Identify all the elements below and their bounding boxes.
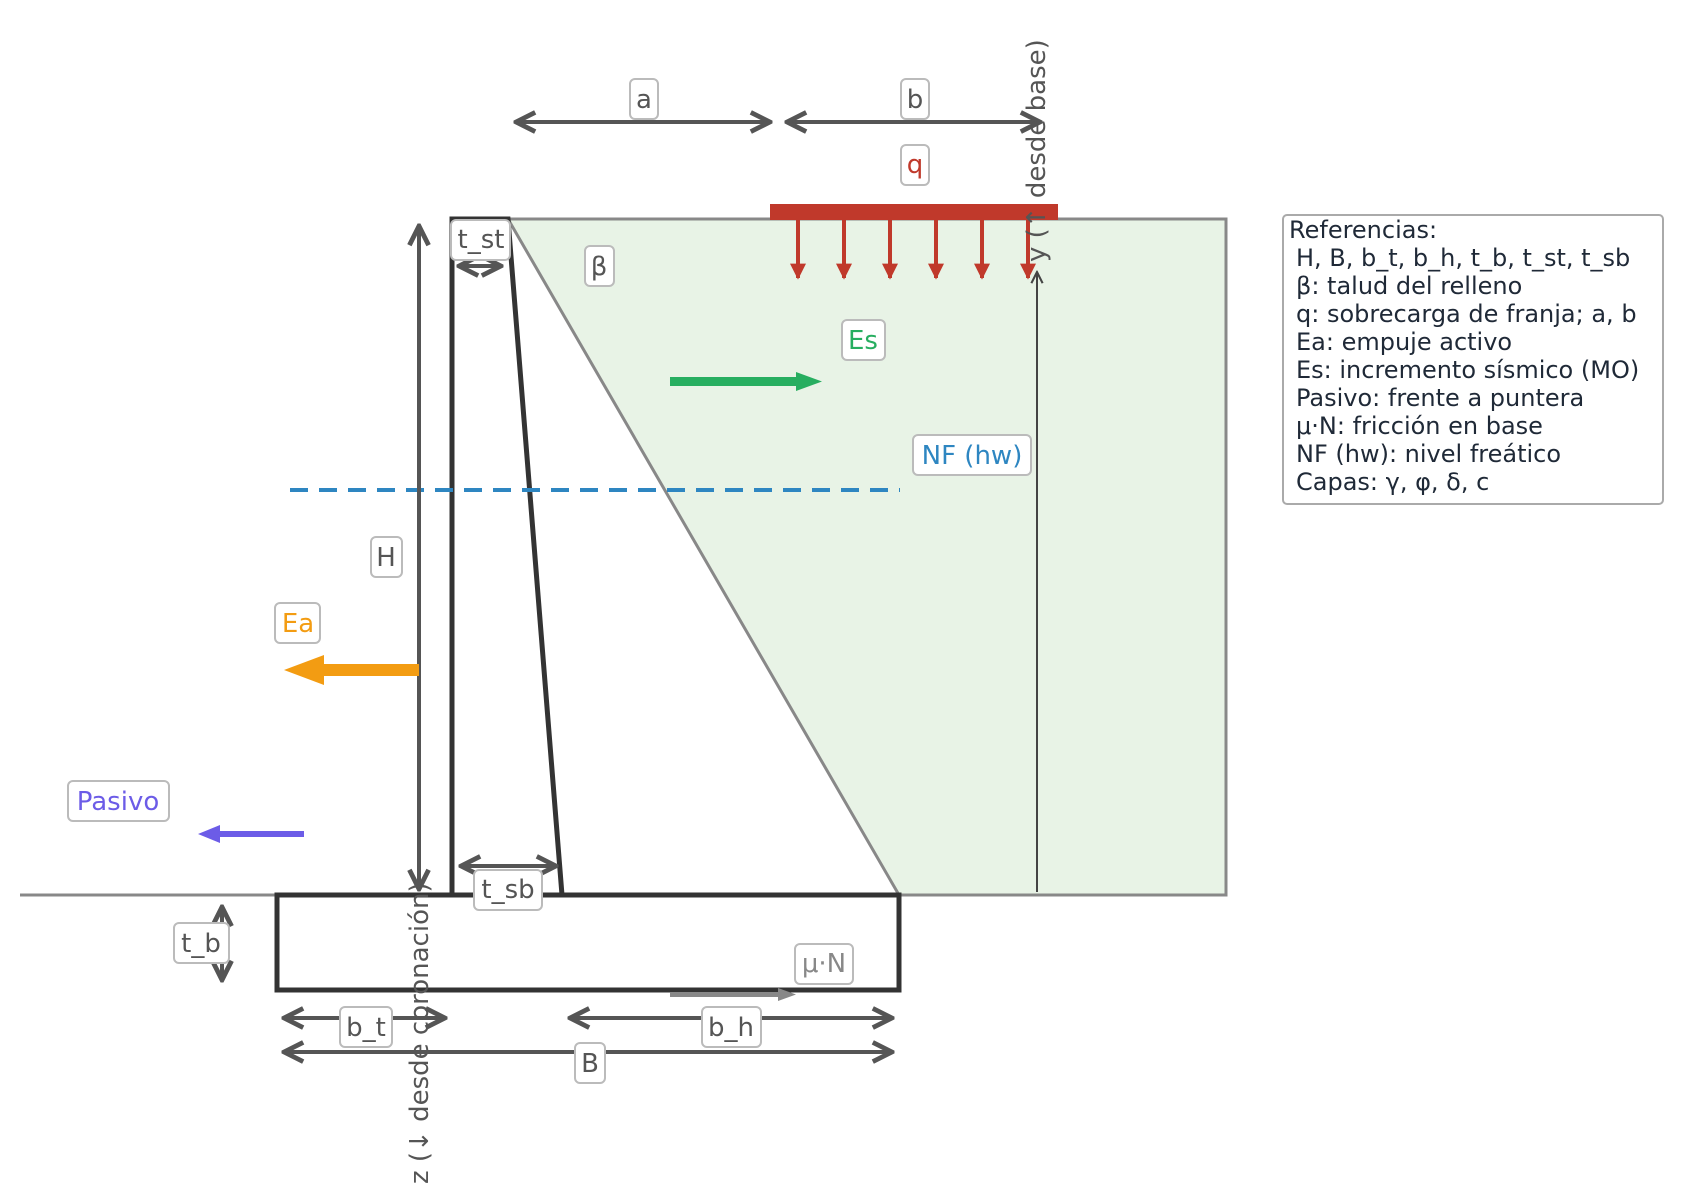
pasivo-arrow [198, 825, 304, 843]
label-t-sb: t_sb [481, 875, 534, 905]
wall-stem [449, 216, 565, 898]
surcharge-arrows [790, 220, 1036, 280]
label-B: B [581, 1049, 599, 1079]
ea-arrow [284, 655, 419, 685]
y-axis-label: y (↑ desde base) [1022, 39, 1052, 262]
label-b: b [907, 85, 924, 115]
label-nf: NF (hw) [922, 441, 1023, 471]
label-q: q [907, 150, 924, 180]
legend-item: β: talud del relleno [1296, 272, 1522, 300]
z-axis-label: z (↓ desde coronación) [405, 882, 435, 1184]
legend-item: Es: incremento sísmico (MO) [1296, 356, 1639, 384]
surcharge-bar [770, 204, 1058, 220]
label-a: a [636, 85, 652, 115]
label-mu-n: μ·N [802, 949, 846, 979]
legend-item: Ea: empuje activo [1296, 328, 1512, 356]
label-es: Es [848, 326, 878, 356]
label-ea: Ea [282, 609, 314, 639]
label-pasivo: Pasivo [77, 787, 160, 817]
legend: Referencias: H, B, b_t, b_h, t_b, t_st, … [1282, 214, 1664, 505]
legend-item: Pasivo: frente a puntera [1296, 384, 1584, 412]
label-t-b: t_b [181, 929, 221, 959]
label-b-h: b_h [708, 1013, 754, 1043]
legend-item: μ·N: fricción en base [1296, 412, 1543, 440]
es-arrow [670, 372, 822, 391]
label-b-t: b_t [346, 1013, 386, 1043]
label-t-st: t_st [458, 225, 505, 255]
legend-item: H, B, b_t, b_h, t_b, t_st, t_sb [1296, 244, 1630, 272]
legend-item: NF (hw): nivel freático [1296, 440, 1561, 468]
friction-arrow [670, 988, 796, 1001]
legend-item: q: sobrecarga de franja; a, b [1296, 300, 1637, 328]
label-h: H [376, 543, 396, 573]
label-beta: β [591, 252, 608, 282]
legend-title: Referencias: [1289, 216, 1437, 244]
legend-item: Capas: γ, φ, δ, c [1296, 468, 1489, 496]
